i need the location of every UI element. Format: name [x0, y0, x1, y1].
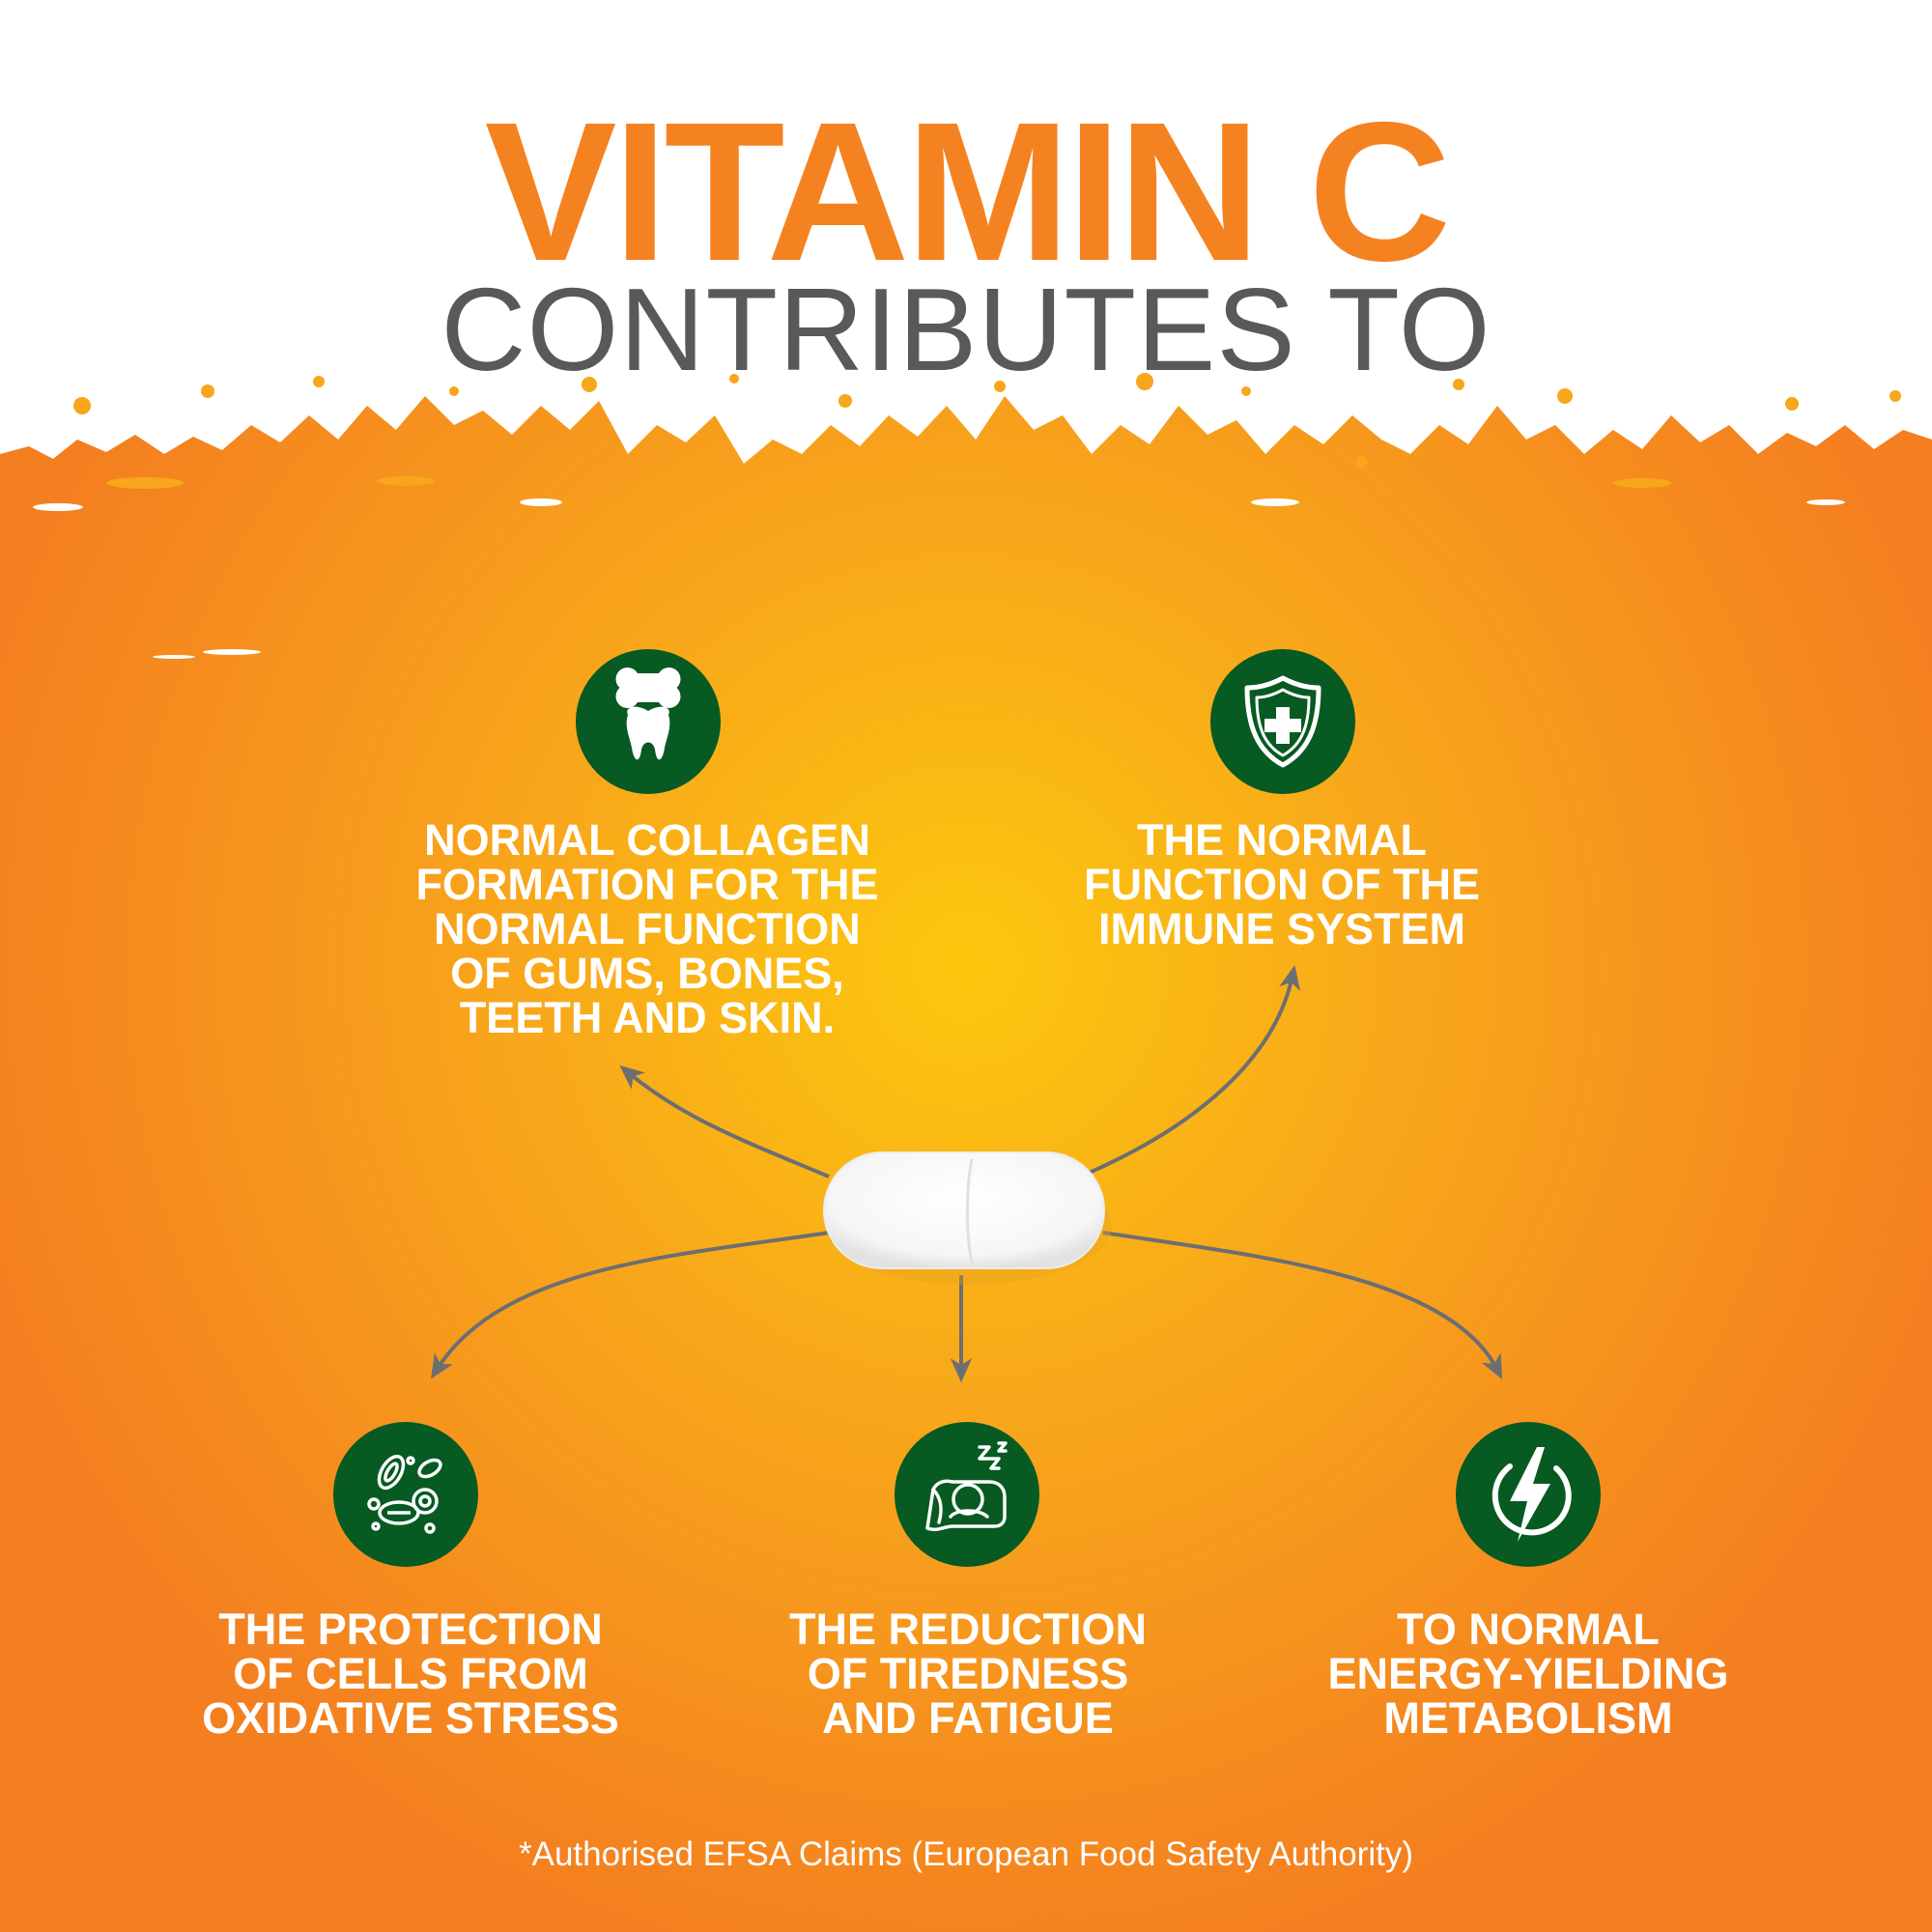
benefit-label-immune: THE NORMAL FUNCTION OF THE IMMUNE SYSTEM — [1084, 815, 1480, 953]
arrow-collagen — [619, 1065, 830, 1179]
arrows — [431, 965, 1503, 1383]
arrow-cells — [431, 1231, 830, 1379]
arrow-energy — [1102, 1231, 1503, 1379]
efsa-footnote: *Authorised EFSA Claims (European Food S… — [518, 1835, 1413, 1873]
bone-tooth-icon — [576, 649, 721, 794]
benefit-label-energy: TO NORMAL ENERGY-YIELDING METABOLISM — [1327, 1605, 1729, 1743]
benefit-label-collagen: NORMAL COLLAGEN FORMATION FOR THE NORMAL… — [415, 815, 879, 1042]
paint-splatters — [73, 373, 1901, 489]
vitamin-tablet — [823, 1151, 1112, 1285]
shield-cross-icon — [1210, 649, 1355, 794]
benefit-label-cells: THE PROTECTION OF CELLS FROM OXIDATIVE S… — [202, 1605, 619, 1743]
cells-icon — [333, 1422, 478, 1567]
sleep-icon — [895, 1422, 1039, 1567]
energy-bolt-icon — [1456, 1422, 1601, 1567]
page-subtitle: CONTRIBUTES TO — [440, 264, 1492, 395]
benefit-label-tiredness: THE REDUCTION OF TIREDNESS AND FATIGUE — [789, 1605, 1147, 1743]
arrow-immune — [1086, 965, 1301, 1176]
page-title: VITAMIN C — [484, 81, 1452, 302]
paint-gaps — [33, 498, 1845, 659]
